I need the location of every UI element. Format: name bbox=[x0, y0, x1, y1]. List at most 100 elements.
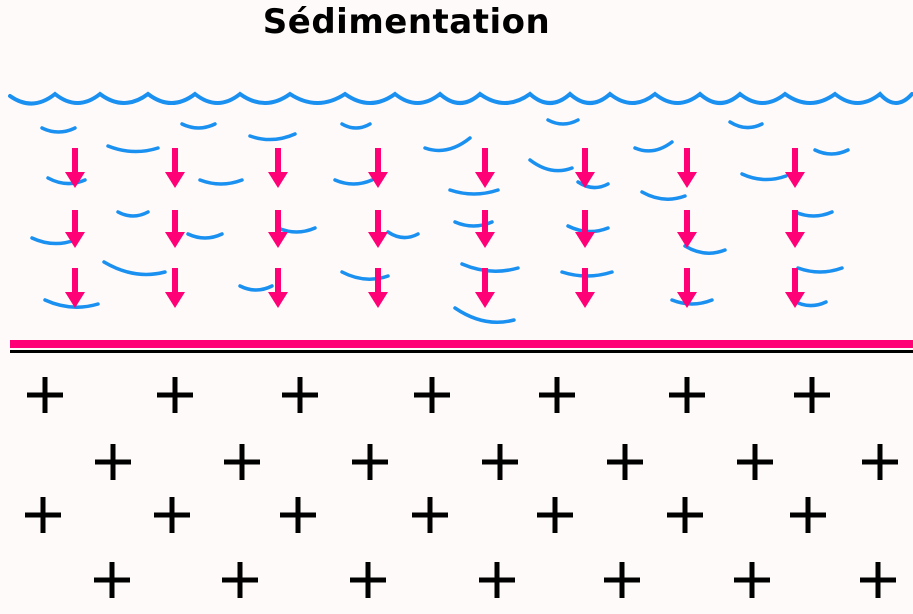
down-arrow-icon bbox=[785, 172, 805, 188]
particle-dash bbox=[116, 210, 150, 218]
down-arrow-icon bbox=[785, 232, 805, 248]
arrow-shaft bbox=[792, 268, 798, 294]
down-arrow-icon bbox=[65, 172, 85, 188]
particle-dash bbox=[186, 232, 224, 240]
down-arrow-icon bbox=[268, 172, 288, 188]
plus-icon bbox=[607, 444, 643, 480]
particle-dash bbox=[30, 236, 77, 246]
arrow-shaft bbox=[172, 210, 178, 234]
particle-dash bbox=[46, 176, 87, 186]
arrow-shaft bbox=[375, 210, 381, 234]
arrow-shaft bbox=[582, 210, 588, 234]
plus-icon bbox=[539, 377, 575, 413]
particle-dash bbox=[40, 126, 77, 134]
plus-icon bbox=[280, 497, 316, 533]
down-arrow-icon bbox=[575, 172, 595, 188]
arrow-shaft bbox=[72, 210, 78, 234]
plus-icon bbox=[222, 562, 258, 598]
particle-dash bbox=[340, 270, 390, 281]
particle-dash bbox=[633, 140, 674, 153]
plus-icon bbox=[352, 444, 388, 480]
arrow-shaft bbox=[482, 268, 488, 294]
particle-dash bbox=[386, 230, 420, 240]
plus-icon bbox=[350, 562, 386, 598]
arrow-shaft bbox=[172, 268, 178, 294]
plus-icon bbox=[667, 497, 703, 533]
plus-icon bbox=[412, 497, 448, 533]
plus-icon bbox=[537, 497, 573, 533]
particle-dash bbox=[43, 298, 100, 309]
arrow-shaft bbox=[275, 268, 281, 294]
plus-icon bbox=[669, 377, 705, 413]
particle-dash bbox=[528, 158, 574, 173]
down-arrow-icon bbox=[368, 232, 388, 248]
particle-dash bbox=[460, 262, 520, 273]
arrow-shaft bbox=[375, 268, 381, 294]
arrow-shaft bbox=[792, 148, 798, 174]
particle-dash bbox=[248, 132, 297, 142]
plus-icon bbox=[479, 562, 515, 598]
particle-dash bbox=[106, 144, 160, 154]
particle-dash bbox=[670, 298, 714, 306]
plus-icon bbox=[734, 562, 770, 598]
particle-dash bbox=[576, 180, 610, 190]
plus-icon bbox=[862, 444, 898, 480]
particle-dash bbox=[640, 190, 687, 201]
down-arrow-icon bbox=[475, 232, 495, 248]
down-arrow-icon bbox=[475, 172, 495, 188]
particle-dash bbox=[448, 188, 500, 196]
arrow-shaft bbox=[72, 148, 78, 174]
plus-icon bbox=[794, 377, 830, 413]
particle-dash bbox=[333, 178, 374, 186]
down-arrow-icon bbox=[575, 232, 595, 248]
down-arrow-icon bbox=[677, 292, 697, 308]
base-line bbox=[10, 350, 913, 353]
down-arrow-icon bbox=[268, 292, 288, 308]
particle-dash bbox=[276, 226, 317, 234]
arrow-shaft bbox=[72, 268, 78, 294]
arrow-shaft bbox=[172, 148, 178, 174]
arrow-shaft bbox=[582, 268, 588, 294]
down-arrow-icon bbox=[575, 292, 595, 308]
down-arrow-icon bbox=[165, 292, 185, 308]
arrow-shaft bbox=[275, 210, 281, 234]
down-arrow-icon bbox=[165, 232, 185, 248]
down-arrow-icon bbox=[785, 292, 805, 308]
down-arrow-icon bbox=[165, 172, 185, 188]
particle-dash bbox=[423, 136, 472, 153]
plus-icon bbox=[27, 377, 63, 413]
arrow-shaft bbox=[684, 210, 690, 234]
plus-icon bbox=[224, 444, 260, 480]
particle-dash bbox=[198, 178, 244, 186]
down-arrow-icon bbox=[65, 292, 85, 308]
arrow-shaft bbox=[684, 148, 690, 174]
plus-icon bbox=[154, 497, 190, 533]
sediment-surface-line bbox=[10, 340, 913, 348]
plus-icon bbox=[94, 562, 130, 598]
plus-icon bbox=[282, 377, 318, 413]
diagram-title: Sédimentation bbox=[262, 2, 551, 42]
down-arrow-icon bbox=[677, 172, 697, 188]
particle-dash bbox=[728, 120, 764, 130]
down-arrow-icon bbox=[368, 172, 388, 188]
particle-dash bbox=[180, 122, 217, 130]
plus-icon bbox=[737, 444, 773, 480]
down-arrow-icon bbox=[65, 232, 85, 248]
particle-dash bbox=[546, 118, 580, 126]
plus-icon bbox=[790, 497, 826, 533]
down-arrow-icon bbox=[268, 232, 288, 248]
arrow-shaft bbox=[482, 210, 488, 234]
particle-dash bbox=[796, 266, 844, 274]
particle-dash bbox=[453, 220, 494, 228]
arrow-shaft bbox=[792, 210, 798, 234]
particle-dash bbox=[683, 244, 727, 255]
plus-icon bbox=[414, 377, 450, 413]
arrow-shaft bbox=[482, 148, 488, 174]
particle-dash bbox=[740, 172, 788, 182]
plus-icon bbox=[25, 497, 61, 533]
particle-dash bbox=[340, 122, 372, 130]
particle-dash bbox=[453, 306, 516, 324]
arrow-shaft bbox=[375, 148, 381, 174]
